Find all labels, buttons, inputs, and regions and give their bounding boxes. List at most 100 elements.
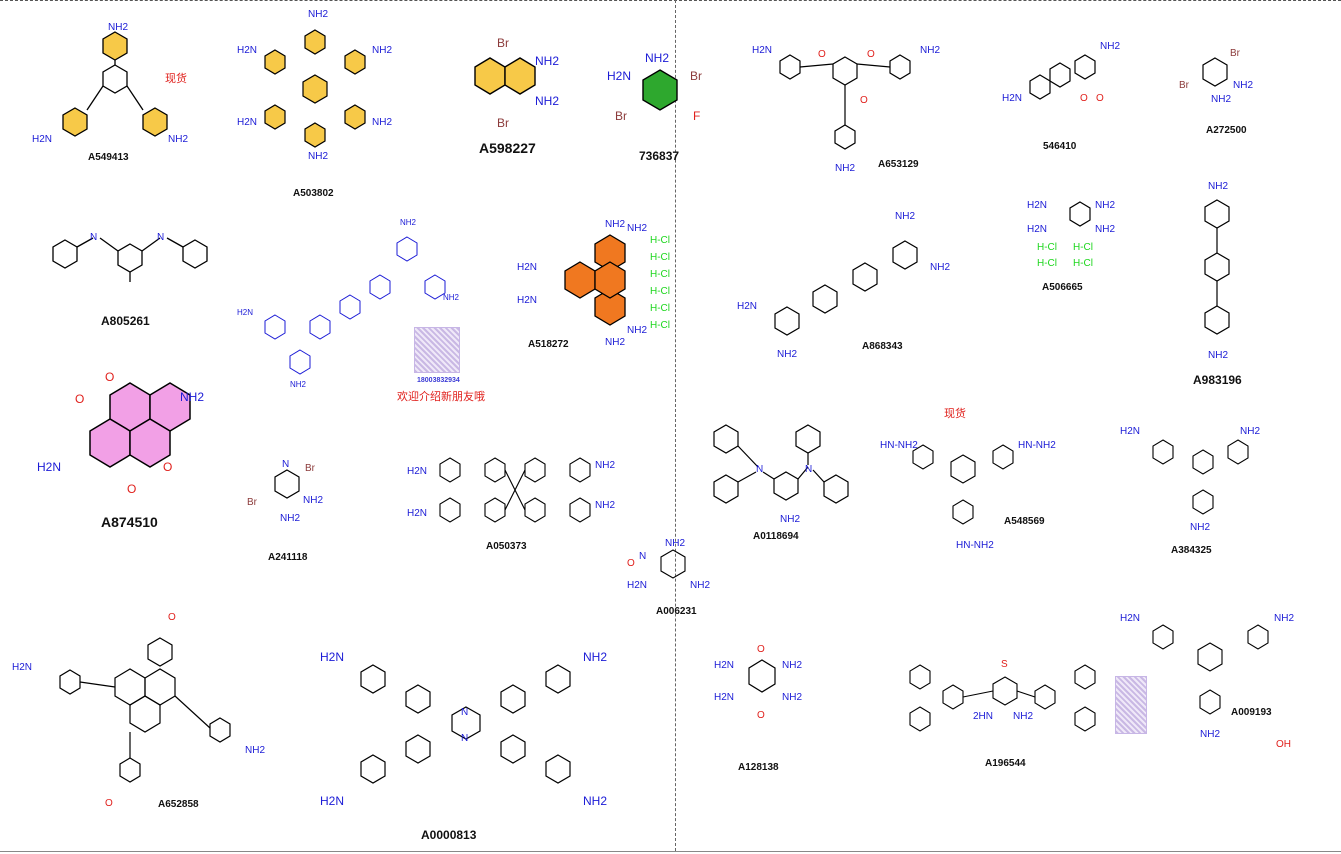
svg-text:HN-NH2: HN-NH2 — [880, 440, 918, 451]
svg-text:NH2: NH2 — [665, 538, 685, 549]
compound-label: A506665 — [1042, 282, 1083, 293]
svg-text:O: O — [757, 710, 765, 721]
svg-text:NH2: NH2 — [627, 325, 647, 336]
svg-text:H2N: H2N — [714, 692, 734, 703]
structure-A384325: H2N NH2 NH2 — [1120, 426, 1260, 533]
compound-label: A050373 — [486, 541, 527, 552]
svg-text:NH2: NH2 — [108, 22, 128, 33]
svg-text:NH2: NH2 — [535, 54, 559, 68]
compound-label: A868343 — [862, 341, 903, 352]
svg-text:O: O — [105, 370, 114, 384]
compound-label: A196544 — [985, 758, 1026, 769]
svg-text:NH2: NH2 — [583, 794, 607, 808]
svg-text:H2N: H2N — [407, 466, 427, 477]
svg-text:NH2: NH2 — [168, 134, 188, 145]
svg-text:H2N: H2N — [1027, 200, 1047, 211]
svg-text:N: N — [461, 733, 468, 744]
svg-text:H-Cl: H-Cl — [650, 235, 670, 246]
svg-text:NH2: NH2 — [1200, 729, 1220, 740]
svg-text:O: O — [168, 612, 176, 623]
svg-text:N: N — [756, 464, 763, 475]
svg-text:H-Cl: H-Cl — [650, 303, 670, 314]
svg-text:NH2: NH2 — [595, 500, 615, 511]
svg-text:NH2: NH2 — [443, 293, 460, 302]
svg-text:H-Cl: H-Cl — [650, 252, 670, 263]
svg-text:Br: Br — [497, 116, 509, 130]
svg-text:NH2: NH2 — [777, 349, 797, 360]
compound-label: A805261 — [101, 314, 150, 328]
compound-label: A241118 — [268, 552, 308, 563]
svg-text:NH2: NH2 — [308, 151, 328, 162]
svg-text:H2N: H2N — [37, 460, 61, 474]
welcome-note: 欢迎介绍新朋友哦 — [397, 391, 485, 403]
structure-A0118694: N N NH2 — [713, 424, 849, 525]
svg-text:NH2: NH2 — [180, 390, 204, 404]
svg-text:NH2: NH2 — [372, 45, 392, 56]
compound-label: 546410 — [1043, 141, 1077, 152]
svg-text:H2N: H2N — [627, 580, 647, 591]
compound-label: A653129 — [878, 159, 919, 170]
structure-A549413: NH2 H2N NH2 — [32, 22, 188, 145]
svg-text:H-Cl: H-Cl — [650, 269, 670, 280]
svg-text:H2N: H2N — [237, 308, 253, 317]
compound-label: A983196 — [1193, 373, 1242, 387]
compound-label: A272500 — [1206, 125, 1247, 136]
svg-text:NH2: NH2 — [1240, 426, 1260, 437]
svg-text:O: O — [163, 460, 172, 474]
compound-label: A128138 — [738, 762, 779, 773]
svg-text:Br: Br — [247, 497, 258, 508]
compound-label: A009193 — [1231, 707, 1272, 718]
structure-A653129: H2N NH2 NH2 O O O — [752, 45, 940, 174]
svg-text:H2N: H2N — [320, 650, 344, 664]
svg-text:NH2: NH2 — [1208, 181, 1228, 192]
svg-text:NH2: NH2 — [895, 211, 915, 222]
in-stock-note: 现货 — [165, 73, 187, 85]
svg-text:H2N: H2N — [714, 660, 734, 671]
structure-A874510: O O O O NH2 H2N — [37, 370, 204, 496]
svg-text:NH2: NH2 — [1233, 80, 1253, 91]
svg-text:HN-NH2: HN-NH2 — [956, 540, 994, 551]
svg-text:H2N: H2N — [517, 295, 537, 306]
compound-label: A384325 — [1171, 545, 1212, 556]
structure-A598227: Br Br NH2 NH2 — [474, 36, 559, 130]
svg-text:H-Cl: H-Cl — [1037, 242, 1057, 253]
svg-text:H2N: H2N — [32, 134, 52, 145]
svg-text:O: O — [867, 49, 875, 60]
svg-text:Br: Br — [305, 463, 316, 474]
svg-text:H2N: H2N — [320, 794, 344, 808]
svg-text:O: O — [1080, 93, 1088, 104]
structure-A009193: H2N NH2 NH2 OH — [1120, 613, 1294, 750]
svg-text:NH2: NH2 — [595, 460, 615, 471]
svg-text:N: N — [805, 464, 812, 475]
svg-text:NH2: NH2 — [535, 94, 559, 108]
svg-text:N: N — [639, 551, 646, 562]
svg-text:O: O — [1096, 93, 1104, 104]
svg-text:H2N: H2N — [12, 662, 32, 673]
svg-text:H2N: H2N — [237, 45, 257, 56]
svg-text:N: N — [461, 707, 468, 718]
structure-A506665: H2N NH2 H2N NH2 H-Cl H-Cl H-Cl H-Cl — [1027, 200, 1115, 269]
structure-A050373: H2N NH2 H2N NH2 — [407, 457, 615, 523]
structure-A241118: N Br Br NH2 NH2 — [247, 459, 323, 524]
in-stock-note: 现货 — [944, 408, 966, 420]
svg-text:NH2: NH2 — [280, 513, 300, 524]
svg-text:Br: Br — [497, 36, 509, 50]
svg-text:H2N: H2N — [1002, 93, 1022, 104]
svg-text:Br: Br — [1179, 80, 1190, 91]
svg-text:NH2: NH2 — [690, 580, 710, 591]
bottom-page-border — [0, 851, 1341, 852]
svg-text:O: O — [860, 95, 868, 106]
compound-label: A0118694 — [753, 531, 799, 542]
svg-text:NH2: NH2 — [308, 9, 328, 20]
svg-text:Br: Br — [1230, 48, 1241, 59]
column-divider — [675, 0, 676, 851]
svg-text:NH2: NH2 — [835, 163, 855, 174]
svg-text:NH2: NH2 — [1095, 224, 1115, 235]
svg-text:F: F — [693, 109, 700, 123]
compound-label: A874510 — [101, 514, 158, 530]
compound-label: A006231 — [656, 606, 697, 617]
svg-text:H2N: H2N — [517, 262, 537, 273]
structure-A0000813: H2N NH2 H2N NH2 N N — [320, 650, 607, 808]
svg-text:NH2: NH2 — [1274, 613, 1294, 624]
svg-text:N: N — [282, 459, 289, 470]
